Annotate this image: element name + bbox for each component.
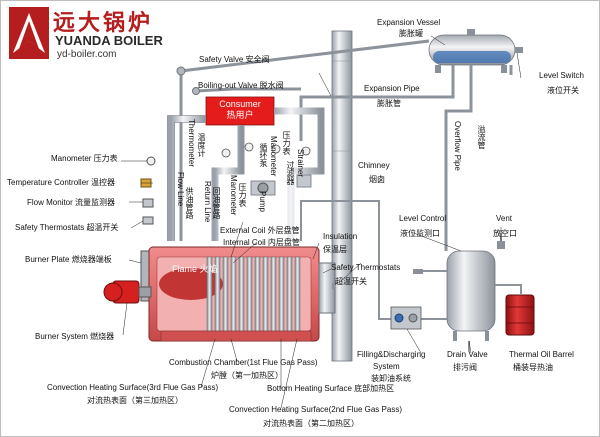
label-manometer: Manometer 压力表 [51,154,118,163]
pump-icon [250,180,276,196]
label-manometer-v2: Manometer [269,136,278,177]
label-thermal-oil-barrel-cn: 桶装导热油 [513,363,553,372]
logo-name-cn: 远大锅炉 [53,10,154,35]
label-return-line-cn: 回油管路 [212,187,221,219]
label-manometer-v: Manometer [229,175,238,216]
label-burner-plate: Burner Plate 燃烧器端板 [25,255,112,264]
label-filling-discharging-2: System [373,362,400,371]
label-level-control: Level Control [399,214,447,223]
label-convection-2nd: Convection Heating Surface(2nd Flue Gas … [229,405,402,414]
label-safety-thermostats-right: Safety Thermostats [331,263,401,272]
label-bottom-heating: Bottom Heating Surface 底部加热区 [267,384,395,393]
label-thermometer-cn: 温度计 [197,133,206,157]
label-pump-cn: 循环泵 [259,143,268,167]
label-filling-discharging: Filling&Discharging [357,350,426,359]
label-overflow-pipe: Overflow Pipe [453,121,462,171]
label-chimney-cn: 烟囱 [369,175,385,184]
consumer-box [205,96,275,126]
logo-url: yd-boiler.com [57,49,117,60]
storage-tank [413,241,505,341]
label-drain-valve-cn: 排污阀 [453,363,477,372]
label-return-line: Return Line [203,181,212,223]
label-strainer: Strainer [296,149,305,178]
label-flow-line-cn: 供油管路 [185,187,194,219]
safety-valve-icon [176,66,186,76]
label-chimney: Chimney [358,161,390,170]
label-flow-line: Flow Line [176,172,185,207]
label-strainer-cn: 过滤器 [286,161,295,185]
logo-mark-icon [9,7,49,59]
label-insulation: Insulation [323,232,358,241]
label-level-switch-cn: 液位开关 [547,86,579,95]
label-drain-valve: Drain Valve [447,350,488,359]
label-external-coil: External Coil 外层盘管 [220,226,300,235]
label-combustion-chamber: Combustion Chamber(1st Flue Gas Pass) [169,358,318,367]
label-overflow-pipe-cn: 溢流管 [477,125,486,149]
label-vent-cn: 放空口 [493,229,517,238]
boiling-out-valve-icon [192,87,200,95]
label-burner-system: Burner System 燃烧器 [35,332,115,341]
logo-name-en: YUANDA BOILER [55,33,163,48]
label-convection-3rd: Convection Heating Surface(3rd Flue Gas … [47,383,219,392]
label-boiling-out-valve: Boiling-out Valve 脱水阀 [198,81,284,90]
label-level-switch: Level Switch [539,71,584,80]
circulation-piping [167,107,325,241]
expansion-pipe [299,65,513,251]
label-expansion-pipe: Expansion Pipe [364,84,420,93]
bottom-heating-surface [160,330,312,342]
label-thermal-oil-barrel: Thermal Oil Barrel [509,350,574,359]
label-safety-valve: Safety Valve 安全阀 [199,55,270,64]
label-level-control-cn: 液位监测口 [400,229,440,238]
label-manometer-v2-cn: 压力表 [282,131,291,155]
label-consumer-cn: 热用户 [226,110,254,120]
label-flow-monitor: Flow Monitor 流量监测器 [27,198,116,207]
chimney [331,30,353,362]
label-consumer: Consumer 热用户 [207,99,273,121]
label-flame: Flame 火焰 [172,264,218,274]
label-vent: Vent [496,214,513,223]
burner-icon [103,280,152,304]
label-temperature-controller: Temperature Controller 温控器 [7,178,116,187]
label-thermometer: Thermometer [187,119,196,168]
label-internal-coil: Internal Coil 内层盘管 [223,238,300,247]
gauges [221,142,311,158]
label-convection-2nd-cn: 对流热表面（第二加热区） [263,419,359,428]
label-safety-thermostats-right-cn: 超温开关 [335,277,367,286]
label-safety-thermostats: Safety Thermostats 超温开关 [15,223,119,232]
label-expansion-pipe-cn: 膨胀管 [377,99,401,108]
label-expansion-vessel-cn: 膨胀罐 [399,29,423,38]
leader-lines [121,35,522,409]
strainer-icon [296,174,312,188]
label-convection-3rd-cn: 对流热表面（第三加热区） [87,396,183,405]
label-manometer-v-cn: 压力表 [238,183,247,207]
label-expansion-vessel: Expansion Vessel [377,18,441,27]
thermal-oil-barrel [495,284,535,336]
label-filling-discharging-cn: 装卸油系统 [371,374,411,383]
label-consumer-en: Consumer [219,99,261,109]
label-pump: Pump [258,191,267,212]
expansion-vessel [428,29,523,73]
filling-discharging-system [300,200,470,351]
label-insulation-cn: 保温层 [323,245,347,254]
label-combustion-chamber-cn: 炉膛（第一加热区） [211,371,283,380]
